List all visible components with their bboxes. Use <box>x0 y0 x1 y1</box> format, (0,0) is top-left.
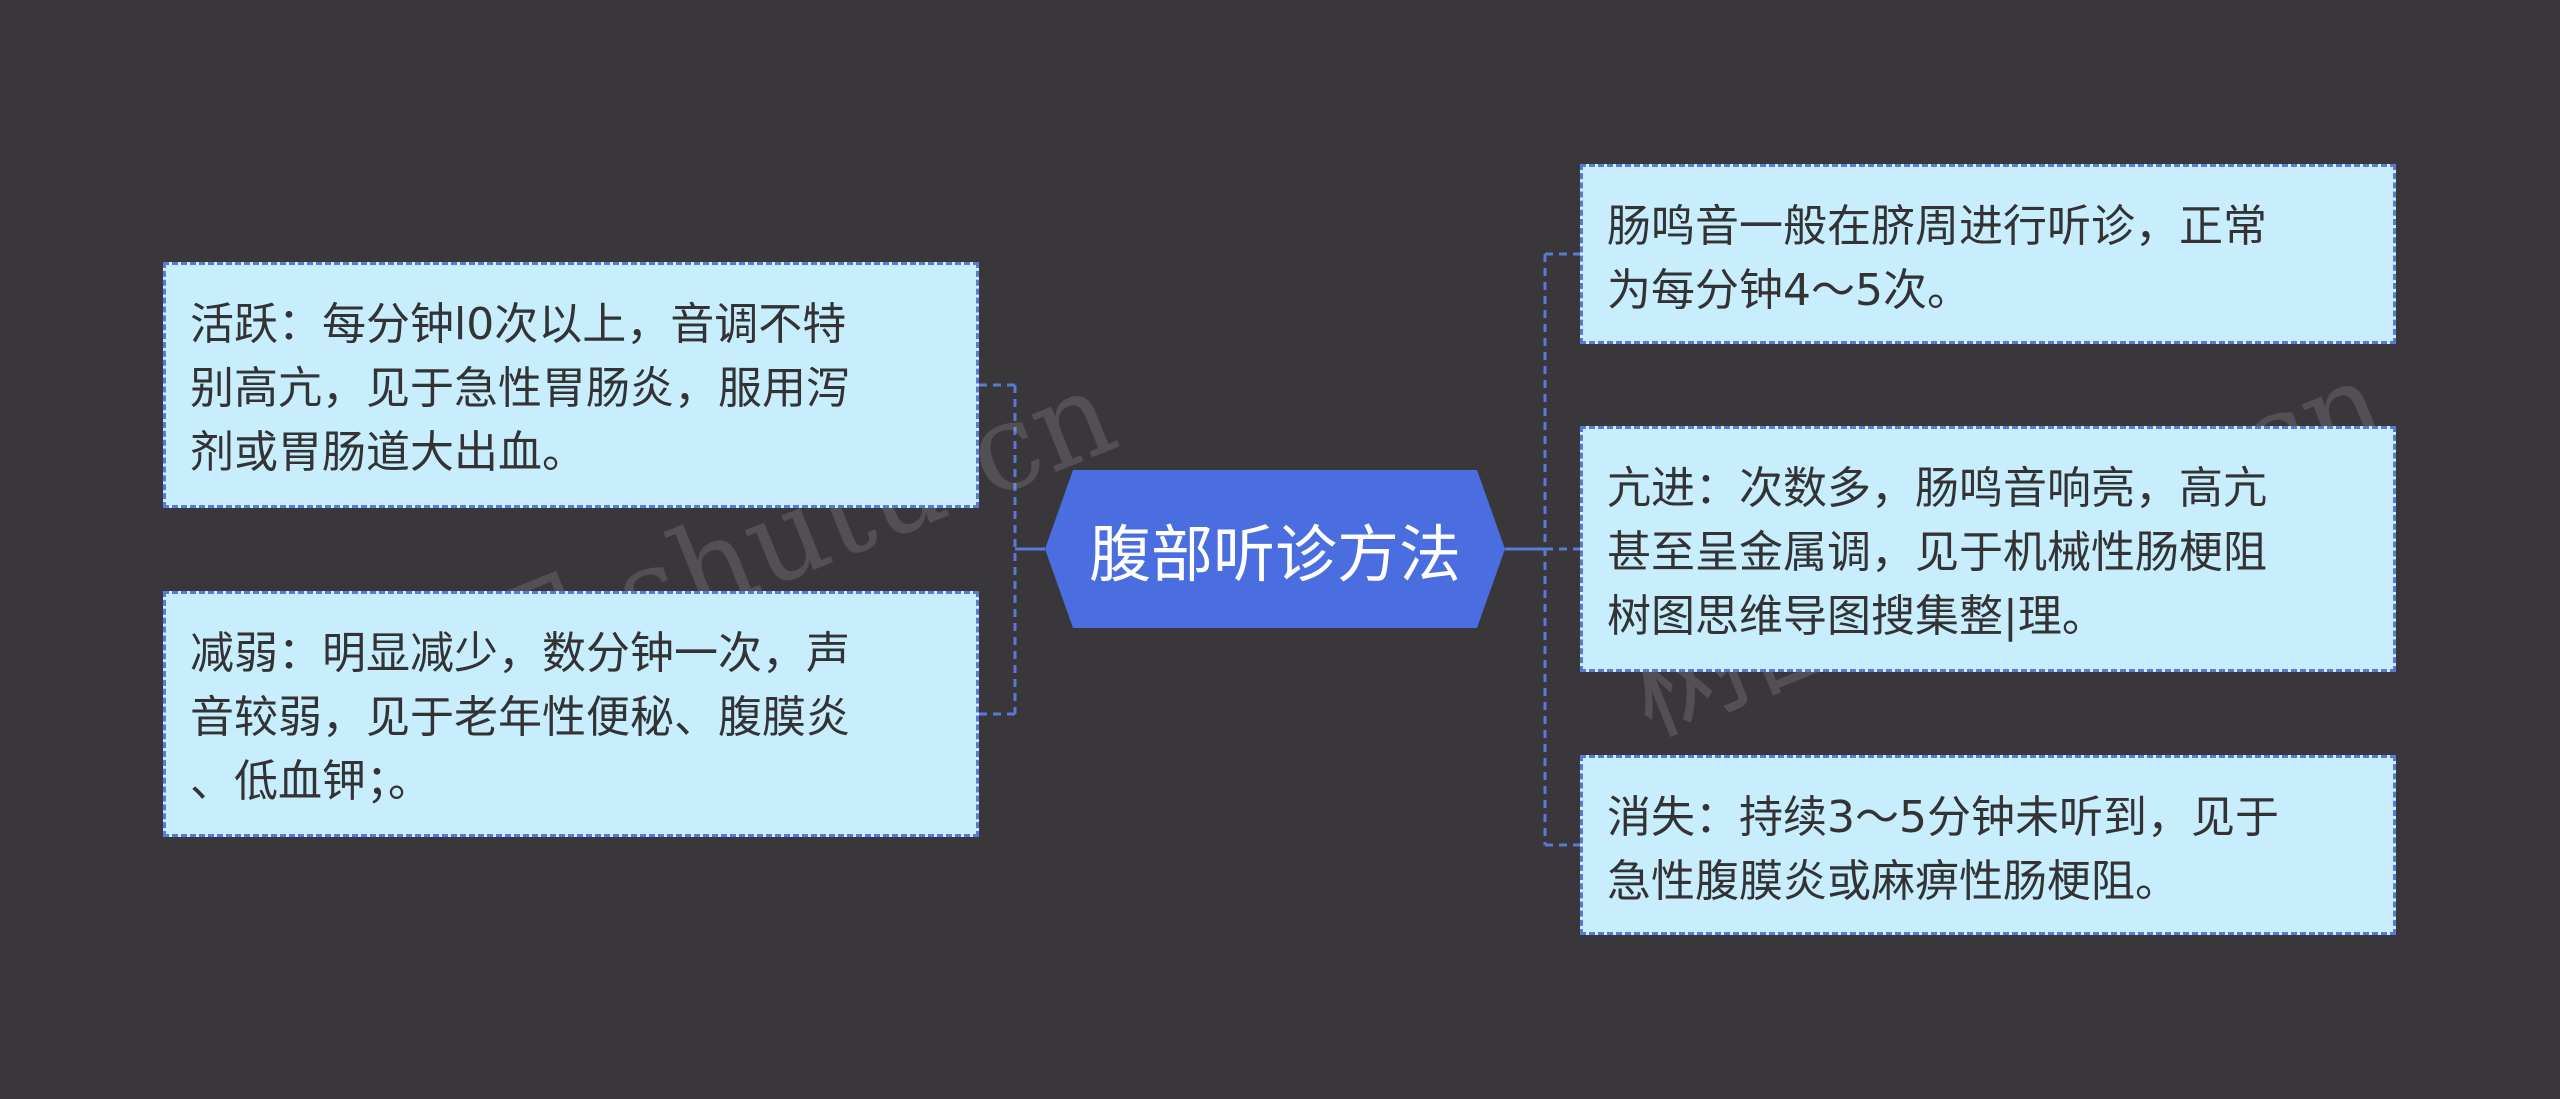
topic-node-absent[interactable]: 消失：持续3～5分钟未听到，见于 急性腹膜炎或麻痹性肠梗阻。 <box>1580 755 2396 935</box>
node-text-line: 消失：持续3～5分钟未听到，见于 <box>1607 792 2279 843</box>
node-text-line: 别高亢，见于急性胃肠炎，服用泻 <box>190 363 850 414</box>
node-text-line: 剂或胃肠道大出血。 <box>190 427 586 478</box>
node-text-line: 亢进：次数多，肠鸣音响亮，高亢 <box>1607 463 2267 514</box>
node-text-line: 树图思维导图搜集整|理。 <box>1607 591 2106 642</box>
central-topic-node[interactable]: 腹部听诊方法 <box>1045 470 1505 628</box>
topic-node-active[interactable]: 活跃：每分钟l0次以上，音调不特 别高亢，见于急性胃肠炎，服用泻 剂或胃肠道大出… <box>163 262 979 508</box>
central-topic-title: 腹部听诊方法 <box>1088 518 1461 591</box>
central-topic-shape <box>1045 470 1505 628</box>
topic-node-weakened[interactable]: 减弱：明显减少，数分钟一次，声 音较弱，见于老年性便秘、腹膜炎 、低血钾；。 <box>163 591 979 837</box>
node-text-line: 肠鸣音一般在脐周进行听诊，正常 <box>1607 201 2267 252</box>
node-text-line: 甚至呈金属调，见于机械性肠梗阻 <box>1607 527 2267 578</box>
node-text-line: 减弱：明显减少，数分钟一次，声 <box>190 628 850 679</box>
node-text-line: 音较弱，见于老年性便秘、腹膜炎 <box>190 692 850 743</box>
topic-node-overview[interactable]: 肠鸣音一般在脐周进行听诊，正常 为每分钟4～5次。 <box>1580 164 2396 344</box>
node-text-line: 急性腹膜炎或麻痹性肠梗阻。 <box>1607 856 2179 907</box>
node-text-line: 为每分钟4～5次。 <box>1607 265 1971 316</box>
node-text-line: 、低血钾；。 <box>190 756 432 807</box>
node-text-line: 活跃：每分钟l0次以上，音调不特 <box>190 299 847 350</box>
topic-node-hyperactive[interactable]: 亢进：次数多，肠鸣音响亮，高亢 甚至呈金属调，见于机械性肠梗阻 树图思维导图搜集… <box>1580 426 2396 672</box>
